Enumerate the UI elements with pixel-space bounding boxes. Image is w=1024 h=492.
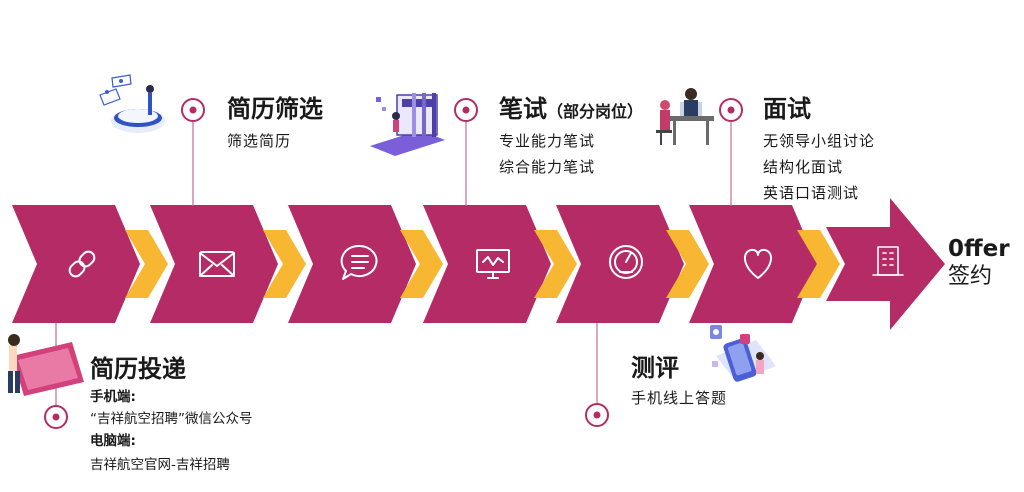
assessment-line-1: 手机线上答题 bbox=[631, 385, 727, 411]
submit-line-4: 吉祥航空官网-吉祥招聘 bbox=[90, 454, 230, 476]
chevron-step-1 bbox=[12, 205, 140, 323]
assessment-title: 测评 bbox=[631, 354, 679, 382]
submit-mobile-label: 手机端: bbox=[90, 389, 136, 405]
assessment-illustration bbox=[710, 325, 776, 383]
written-test-line-1: 专业能力笔试 bbox=[499, 128, 595, 154]
offer-label: 0ffer bbox=[948, 236, 1010, 262]
written-test-title: 笔试（部分岗位） bbox=[499, 95, 643, 126]
submit-line-2: “吉祥航空招聘”微信公众号 bbox=[90, 408, 253, 430]
offer-sign-label: 签约 bbox=[948, 263, 992, 291]
written-test-title-note: （部分岗位） bbox=[547, 102, 643, 121]
submit-line-3: 电脑端: bbox=[90, 430, 136, 452]
interview-line-3: 英语口语测试 bbox=[763, 180, 859, 206]
written-test-line-2: 综合能力笔试 bbox=[499, 154, 595, 180]
submit-pc-label: 电脑端: bbox=[90, 433, 136, 449]
resume-screening-illustration bbox=[100, 75, 165, 133]
chevron-step-3 bbox=[288, 205, 416, 323]
interview-line-2: 结构化面试 bbox=[763, 154, 843, 180]
interview-title: 面试 bbox=[763, 95, 811, 123]
written-test-illustration bbox=[370, 93, 445, 156]
interview-illustration bbox=[656, 88, 714, 145]
final-arrow bbox=[826, 198, 945, 330]
screening-title: 简历筛选 bbox=[227, 95, 323, 123]
screening-line-1: 筛选简历 bbox=[227, 128, 291, 154]
submit-line-1: 手机端: bbox=[90, 386, 136, 408]
interview-line-1: 无领导小组讨论 bbox=[763, 128, 875, 154]
resume-submit-illustration bbox=[8, 334, 84, 396]
gauge-icon bbox=[610, 246, 642, 278]
written-test-title-main: 笔试 bbox=[499, 94, 547, 123]
submit-title: 简历投递 bbox=[90, 355, 186, 383]
